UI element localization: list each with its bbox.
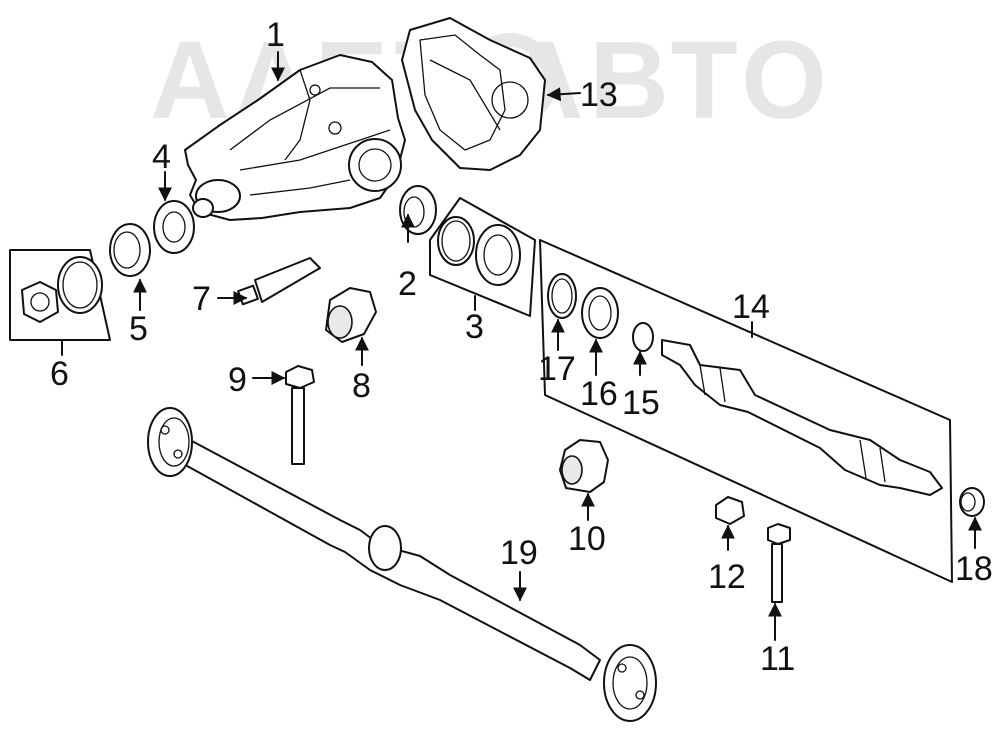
differential-cover	[401, 17, 546, 171]
bolt-11	[767, 523, 791, 603]
plug-18	[959, 487, 985, 517]
callout-13: 13	[580, 76, 618, 114]
seal-5	[109, 223, 151, 277]
seal-2	[399, 185, 437, 235]
callout-1: 1	[266, 16, 285, 54]
seal-4	[153, 200, 195, 254]
callout-16: 16	[580, 375, 618, 413]
callout-17: 17	[538, 350, 576, 388]
callout-10: 10	[568, 520, 606, 558]
callout-6: 6	[50, 355, 69, 393]
differential-housing	[184, 54, 406, 221]
kit-3	[429, 197, 536, 317]
callout-2: 2	[398, 265, 417, 303]
kit-14	[539, 239, 953, 583]
leader-lines	[61, 51, 982, 641]
callout-labels: 1 2 3 4 5 6 7 8 9 10 11 12 13 14 15 16 1…	[50, 16, 993, 678]
callout-15: 15	[622, 384, 660, 422]
bolt-9	[285, 365, 315, 465]
callout-18: 18	[955, 550, 993, 588]
callout-14: 14	[732, 288, 770, 326]
callout-4: 4	[152, 138, 171, 176]
callout-11: 11	[760, 640, 795, 678]
bushing-10	[559, 439, 609, 493]
sealant-tube-7	[237, 257, 321, 306]
kit-6	[9, 249, 111, 341]
bushing-8	[325, 287, 377, 343]
propeller-shaft-19	[147, 407, 657, 722]
callout-7: 7	[192, 280, 211, 318]
callout-12: 12	[708, 558, 746, 596]
callout-3: 3	[465, 308, 484, 346]
callout-9: 9	[228, 361, 247, 399]
callout-8: 8	[352, 367, 371, 405]
nut-12	[715, 496, 745, 525]
callout-5: 5	[129, 310, 148, 348]
callout-19: 19	[500, 534, 538, 572]
